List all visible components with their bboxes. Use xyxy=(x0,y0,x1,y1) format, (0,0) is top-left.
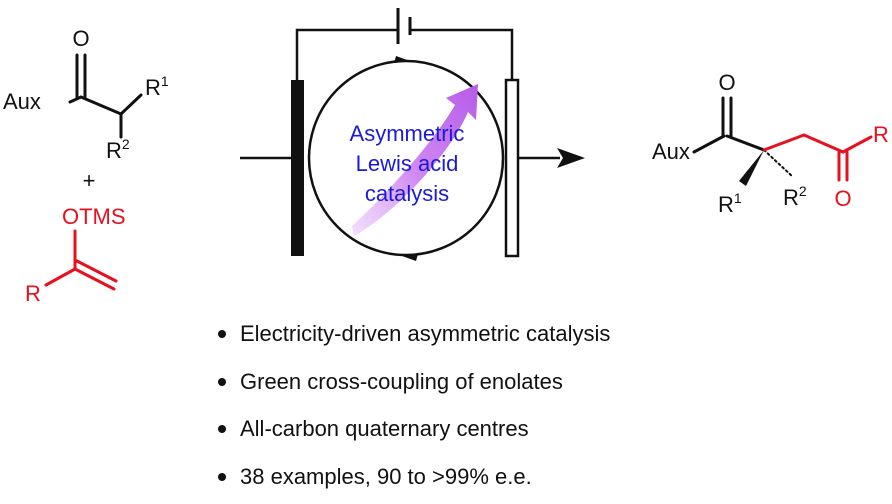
product-quat-ch2-bond xyxy=(764,135,804,150)
product-aux-label: Aux xyxy=(652,139,690,164)
cathode-electrode xyxy=(506,80,518,256)
feature-text: All-carbon quaternary centres xyxy=(240,416,529,441)
anode-electrode xyxy=(291,80,304,256)
bullet-dot-icon xyxy=(218,473,226,481)
feature-list: Electricity-driven asymmetric catalysis … xyxy=(213,314,610,504)
enol-c-r-bond xyxy=(46,269,75,285)
reaction-arrowhead xyxy=(557,148,585,168)
product-hashed-bond xyxy=(764,150,793,177)
feature-item: All-carbon quaternary centres xyxy=(213,409,610,457)
reactant-r2-label: R2 xyxy=(106,136,130,163)
bullet-dot-icon xyxy=(218,330,226,338)
catalysis-line-1: Asymmetric xyxy=(350,121,465,146)
product-aux-bond xyxy=(694,136,724,152)
feature-text: 38 examples, 90 to >99% e.e. xyxy=(240,464,532,489)
bullet-dot-icon xyxy=(218,425,226,433)
product-red-oxygen-label: O xyxy=(834,186,851,211)
feature-item: Electricity-driven asymmetric catalysis xyxy=(213,314,610,362)
catalysis-line-3: catalysis xyxy=(365,181,449,206)
feature-text: Green cross-coupling of enolates xyxy=(240,369,563,394)
left-wire xyxy=(297,30,398,80)
electrochemical-cell: Asymmetric Lewis acid catalysis xyxy=(291,8,518,261)
feature-item: Green cross-coupling of enolates xyxy=(213,362,610,410)
product-carbonyl-r-bond xyxy=(843,137,871,152)
product-r1-label: R1 xyxy=(718,190,742,217)
aux-carbonyl-bond xyxy=(70,97,81,102)
product-molecule xyxy=(694,98,871,180)
plus-sign: + xyxy=(83,168,96,193)
product-carbonyl-quat-bond xyxy=(727,136,764,150)
reactant-ketone xyxy=(70,55,141,137)
right-wire xyxy=(410,30,512,80)
product-ch2-carbonyl-bond xyxy=(804,135,843,152)
reactant-aux-label: Aux xyxy=(3,89,41,114)
enol-double-bond-a xyxy=(75,269,114,289)
feature-item: 38 examples, 90 to >99% e.e. xyxy=(213,457,610,504)
product-r2-label: R2 xyxy=(783,183,807,210)
product-oxygen-label: O xyxy=(718,70,735,95)
catalysis-line-2: Lewis acid xyxy=(356,151,459,176)
silyl-enol-ether xyxy=(46,231,116,289)
product-wedge-bond xyxy=(739,150,764,186)
reactant-oxygen-label: O xyxy=(72,26,89,51)
alpha-r1-bond xyxy=(121,95,141,114)
enol-double-bond-b xyxy=(77,261,116,281)
reactant-r1-label: R1 xyxy=(145,73,169,100)
bullet-dot-icon xyxy=(218,378,226,386)
carbonyl-alpha-bond xyxy=(81,97,121,114)
reaction-scheme: O Aux R1 R2 + OTMS R Asymmetric Lewis ac… xyxy=(0,0,892,320)
otms-label: OTMS xyxy=(62,204,126,229)
product-r-label: R xyxy=(873,122,889,147)
feature-text: Electricity-driven asymmetric catalysis xyxy=(240,321,610,346)
enol-r-label: R xyxy=(25,281,41,306)
